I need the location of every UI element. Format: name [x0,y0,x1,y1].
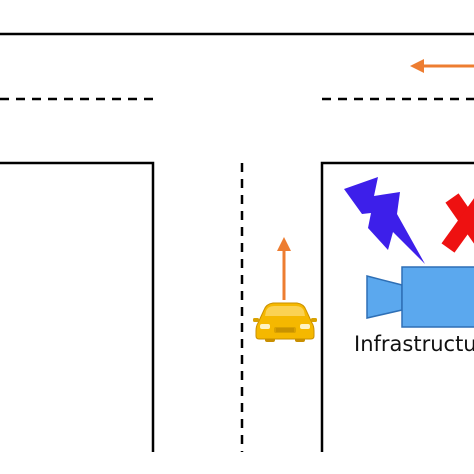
vehicle-direction-arrow-icon [277,237,291,300]
cross-icon [441,193,474,253]
traffic-direction-arrow-icon [410,59,474,73]
infrastructure-label: Infrastructure [354,332,474,356]
right-block-edge [320,161,474,452]
lightning-icon [344,177,425,264]
left-block-edge [0,161,155,452]
lane-dividers [0,97,474,452]
road-edges [0,32,474,452]
car-icon [253,302,317,342]
camera-icon [366,266,474,328]
